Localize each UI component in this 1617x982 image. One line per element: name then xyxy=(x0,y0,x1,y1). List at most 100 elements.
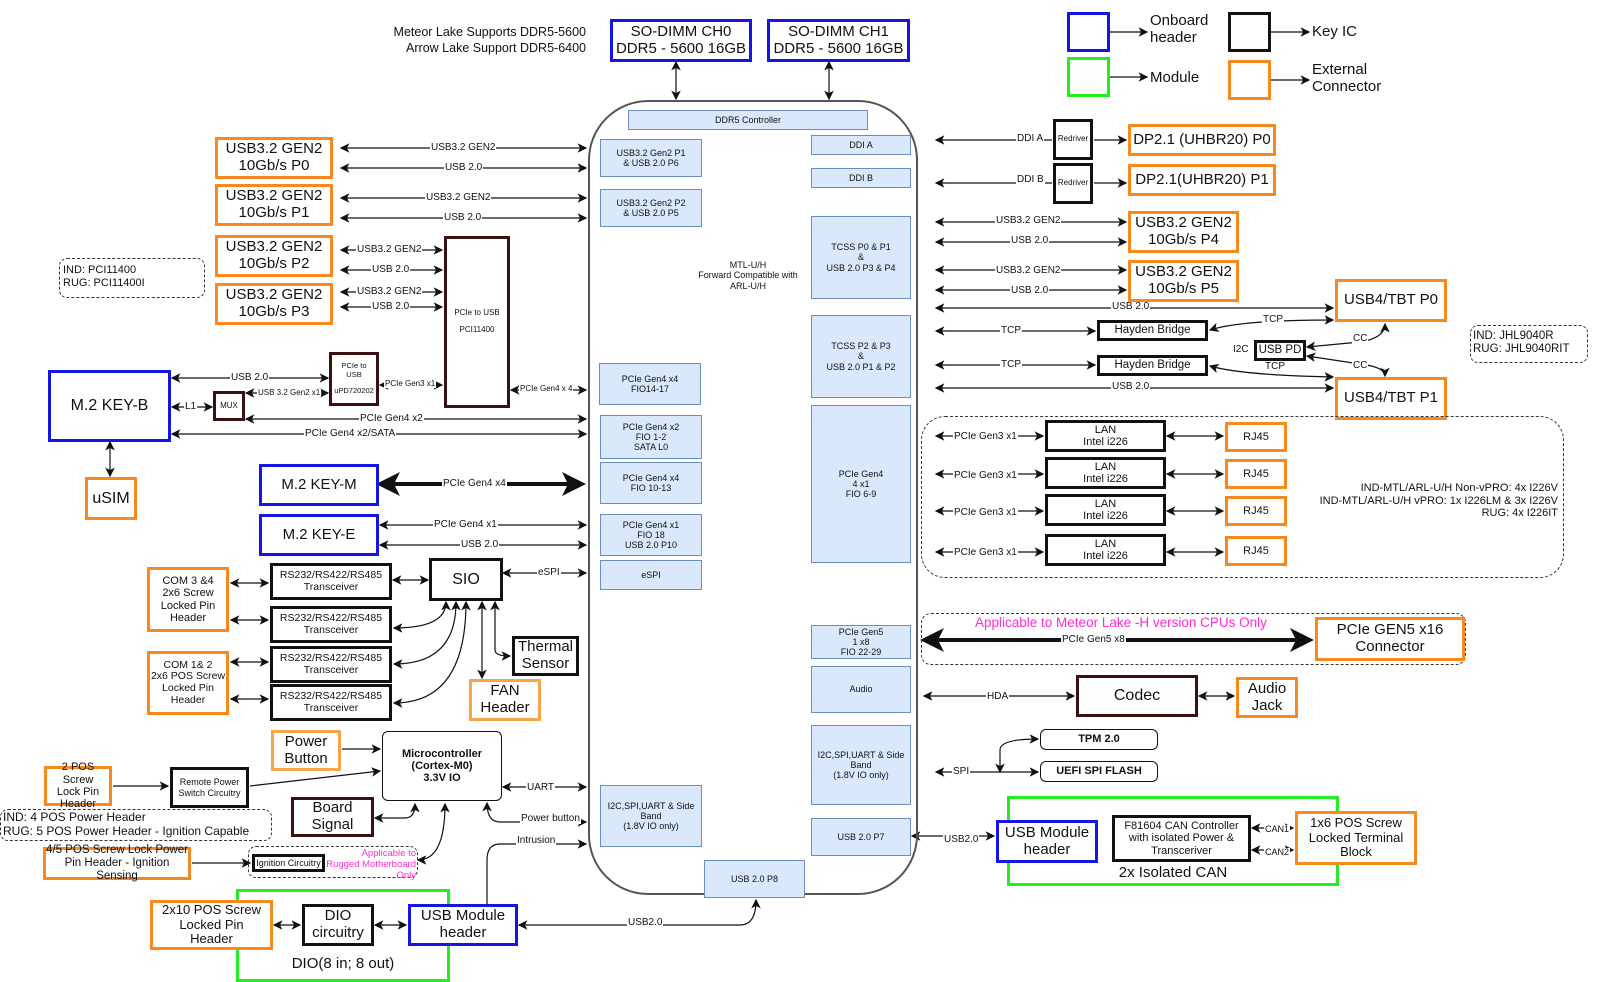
usim-slot: uSIM xyxy=(85,477,137,520)
soc-ddi-a: DDI A xyxy=(811,135,911,155)
usb4-tbt-port-p0: USB4/TBT P0 xyxy=(1335,279,1447,322)
note-arrow-lake-memory: Arrow Lake Support DDR5-6400 xyxy=(406,41,586,55)
link-label-cc-1: CC xyxy=(1352,333,1369,344)
dp21-port-p0: DP2.1 (UHBR20) P0 xyxy=(1128,124,1276,156)
audio-jack: Audio Jack xyxy=(1236,677,1298,718)
pcie-gen5-x16-connector: PCIe GEN5 x16 Connector xyxy=(1315,617,1465,661)
link-label-usb20-p8: USB2.0 xyxy=(627,917,664,928)
pos2-screw-header: 2 POS Screw Lock Pin Header xyxy=(44,761,112,810)
usb-module-header-dio: USB Module header xyxy=(408,904,518,946)
soc-pcie-x4-fio14: PCIe Gen4 x4 FIO14-17 xyxy=(599,363,701,405)
intrusion-link xyxy=(482,839,588,932)
tcp-tbt0 xyxy=(1208,315,1335,332)
transceiver-1: RS232/RS422/RS485 Transceiver xyxy=(270,563,392,600)
link-label-keym-pcie: PCIe Gen4 x4 xyxy=(442,478,507,489)
link-label-usb32-p0: USB3.2 GEN2 xyxy=(430,142,497,153)
usb4-tbt-port-p1: USB4/TBT P1 xyxy=(1335,377,1447,420)
power-button-header: Power Button xyxy=(271,730,341,771)
soc-pcie-x2-fio1: PCIe Gen4 x2 FIO 1-2 SATA L0 xyxy=(600,415,702,459)
lan-controller-4: LAN Intel i226 xyxy=(1045,534,1166,566)
link-label-lan-2: PCIe Gen3 x1 xyxy=(953,470,1018,481)
link-label-usb32-p1: USB3.2 GEN2 xyxy=(425,192,492,203)
remote-power-switch: Remote Power Switch Circuitry xyxy=(170,767,249,808)
board-mcu xyxy=(373,802,420,823)
uefi-spi-flash: UEFI SPI FLASH xyxy=(1040,761,1158,782)
m2-key-m: M.2 KEY-M xyxy=(259,464,379,506)
link-label-cc-2: CC xyxy=(1352,360,1369,371)
soc-pcie-x1-fio18: PCIe Gen4 x1 FIO 18 USB 2.0 P10 xyxy=(600,514,702,556)
lan-controller-1: LAN Intel i226 xyxy=(1045,420,1166,452)
note-meteor-lake-memory: Meteor Lake Supports DDR5-5600 xyxy=(393,25,586,39)
link-label-power-button: Power button xyxy=(520,813,581,824)
power-button-link xyxy=(482,801,588,827)
usb32-port-p1: USB3.2 GEN2 10Gb/s P1 xyxy=(215,184,333,226)
transceiver-2: RS232/RS422/RS485 Transceiver xyxy=(270,606,392,643)
rj45-port-1: RJ45 xyxy=(1225,422,1287,452)
link-label-lan-4: PCIe Gen3 x1 xyxy=(953,547,1018,558)
trx-sio-2 xyxy=(392,600,451,633)
link-label-espi: eSPI xyxy=(537,567,561,578)
link-label-usb32-p5: USB3.2 GEN2 xyxy=(995,265,1062,276)
soc-title: MTL-U/H Forward Compatible with ARL-U/H xyxy=(698,260,798,291)
link-label-pci11400-pcie: PCIe Gen4 x 4 xyxy=(519,384,574,393)
link-label-usb20-p4: USB 2.0 xyxy=(1010,235,1050,246)
link-label-tcp-4: TCP xyxy=(1264,361,1286,372)
usb-pd-controller: USB PD xyxy=(1254,340,1306,361)
f81604-can-controller: F81604 CAN Controller with isolated Powe… xyxy=(1112,815,1251,862)
so-dimm-ch1: SO-DIMM CH1 DDR5 - 5600 16GB xyxy=(767,19,910,62)
soc-espi: eSPI xyxy=(600,560,702,590)
soc-tcss-p2p3: TCSS P2 & P3 & USB 2.0 P1 & P2 xyxy=(811,315,911,398)
remote-mcu xyxy=(249,767,382,787)
note-power-header-variants: IND: 4 POS Power Header RUG: 5 POS Power… xyxy=(0,809,272,841)
rj45-port-4: RJ45 xyxy=(1225,536,1287,566)
link-label-keye-usb20: USB 2.0 xyxy=(460,539,500,550)
rugged-only-region xyxy=(248,846,418,878)
soc-audio: Audio xyxy=(811,666,911,713)
board-signal-header: Board Signal xyxy=(291,797,374,837)
legend-label-onboard-header: Onboard header xyxy=(1150,12,1209,47)
link-label-intrusion: Intrusion xyxy=(516,835,557,846)
link-label-spi: SPI xyxy=(952,766,971,777)
usb-module-header-can: USB Module header xyxy=(996,820,1098,863)
lan-controller-3: LAN Intel i226 xyxy=(1045,494,1166,526)
link-label-usb20-p3: USB 2.0 xyxy=(371,301,411,312)
soc-pcie-x4-fio10: PCIe Gen4 x4 FIO 10-13 xyxy=(600,462,702,504)
link-label-usb20-p0: USB 2.0 xyxy=(444,162,484,173)
transceiver-3: RS232/RS422/RS485 Transceiver xyxy=(270,646,392,683)
dio-pin-header: 2x10 POS Screw Locked Pin Header xyxy=(150,900,273,950)
note-jhl-variants: IND: JHL9040R RUG: JHL9040RIT xyxy=(1470,325,1588,363)
note-rugged-only: Applicable to Rugged Motherboard Only xyxy=(326,848,416,881)
soc-tcss-p0p1: TCSS P0 & P1 & USB 2.0 P3 & P4 xyxy=(811,216,911,299)
link-label-pcie-gen5: PCIe Gen5 x8 xyxy=(1061,634,1126,645)
usb32-port-p4: USB3.2 GEN2 10Gb/s P4 xyxy=(1128,211,1239,253)
com34-header: COM 3 &4 2x6 Screw Locked Pin Header xyxy=(147,567,229,632)
link-label-upd-pcie: PCIe Gen3 x1 xyxy=(384,379,437,388)
meteor-lake-h-region xyxy=(921,613,1466,665)
tpm-2-0: TPM 2.0 xyxy=(1040,729,1158,750)
soc-ddr5-controller: DDR5 Controller xyxy=(628,110,868,130)
dp21-port-p1: DP2.1(UHBR20) P1 xyxy=(1128,164,1276,196)
soc-usb-p2: USB3.2 Gen2 P2 & USB 2.0 P5 xyxy=(600,189,702,227)
soc-i2c-left: I2C,SPI,UART & Side Band (1.8V IO only) xyxy=(600,785,702,847)
audio-codec: Codec xyxy=(1076,675,1198,717)
hayden-bridge-1: Hayden Bridge xyxy=(1097,320,1208,341)
link-label-usb20-tbt1: USB 2.0 xyxy=(1111,381,1151,392)
link-label-tcp-1: TCP xyxy=(1000,325,1022,336)
soc-pcie-gen5: PCIe Gen5 1 x8 FIO 22-29 xyxy=(811,625,911,659)
legend-swatch-onboard-header xyxy=(1067,12,1110,52)
usb32-port-p2: USB3.2 GEN2 10Gb/s P2 xyxy=(215,235,333,277)
link-label-ddi-b: DDI B xyxy=(1016,174,1045,185)
legend-label-key-ic: Key IC xyxy=(1312,23,1358,40)
link-label-lan-1: PCIe Gen3 x1 xyxy=(953,431,1018,442)
microcontroller: Microcontroller (Cortex-M0) 3.3V IO xyxy=(382,731,502,801)
pci11400-chip: PCIe to USB PCI11400 xyxy=(444,236,510,408)
spi-tpm xyxy=(995,734,1040,774)
legend-swatch-external-connector xyxy=(1228,60,1271,100)
com12-header: COM 1& 2 2x6 POS Screw Locked Pin Header xyxy=(147,651,229,715)
link-label-keyb-usb20: USB 2.0 xyxy=(230,372,270,383)
mux-chip: MUX xyxy=(213,391,245,421)
transceiver-4: RS232/RS422/RS485 Transceiver xyxy=(270,684,392,721)
usb32-port-p5: USB3.2 GEN2 10Gb/s P5 xyxy=(1128,260,1239,302)
note-lan-variants: IND-MTL/ARL-U/H Non-vPRO: 4x I226V IND-M… xyxy=(1319,482,1558,520)
link-label-hda: HDA xyxy=(986,691,1010,702)
